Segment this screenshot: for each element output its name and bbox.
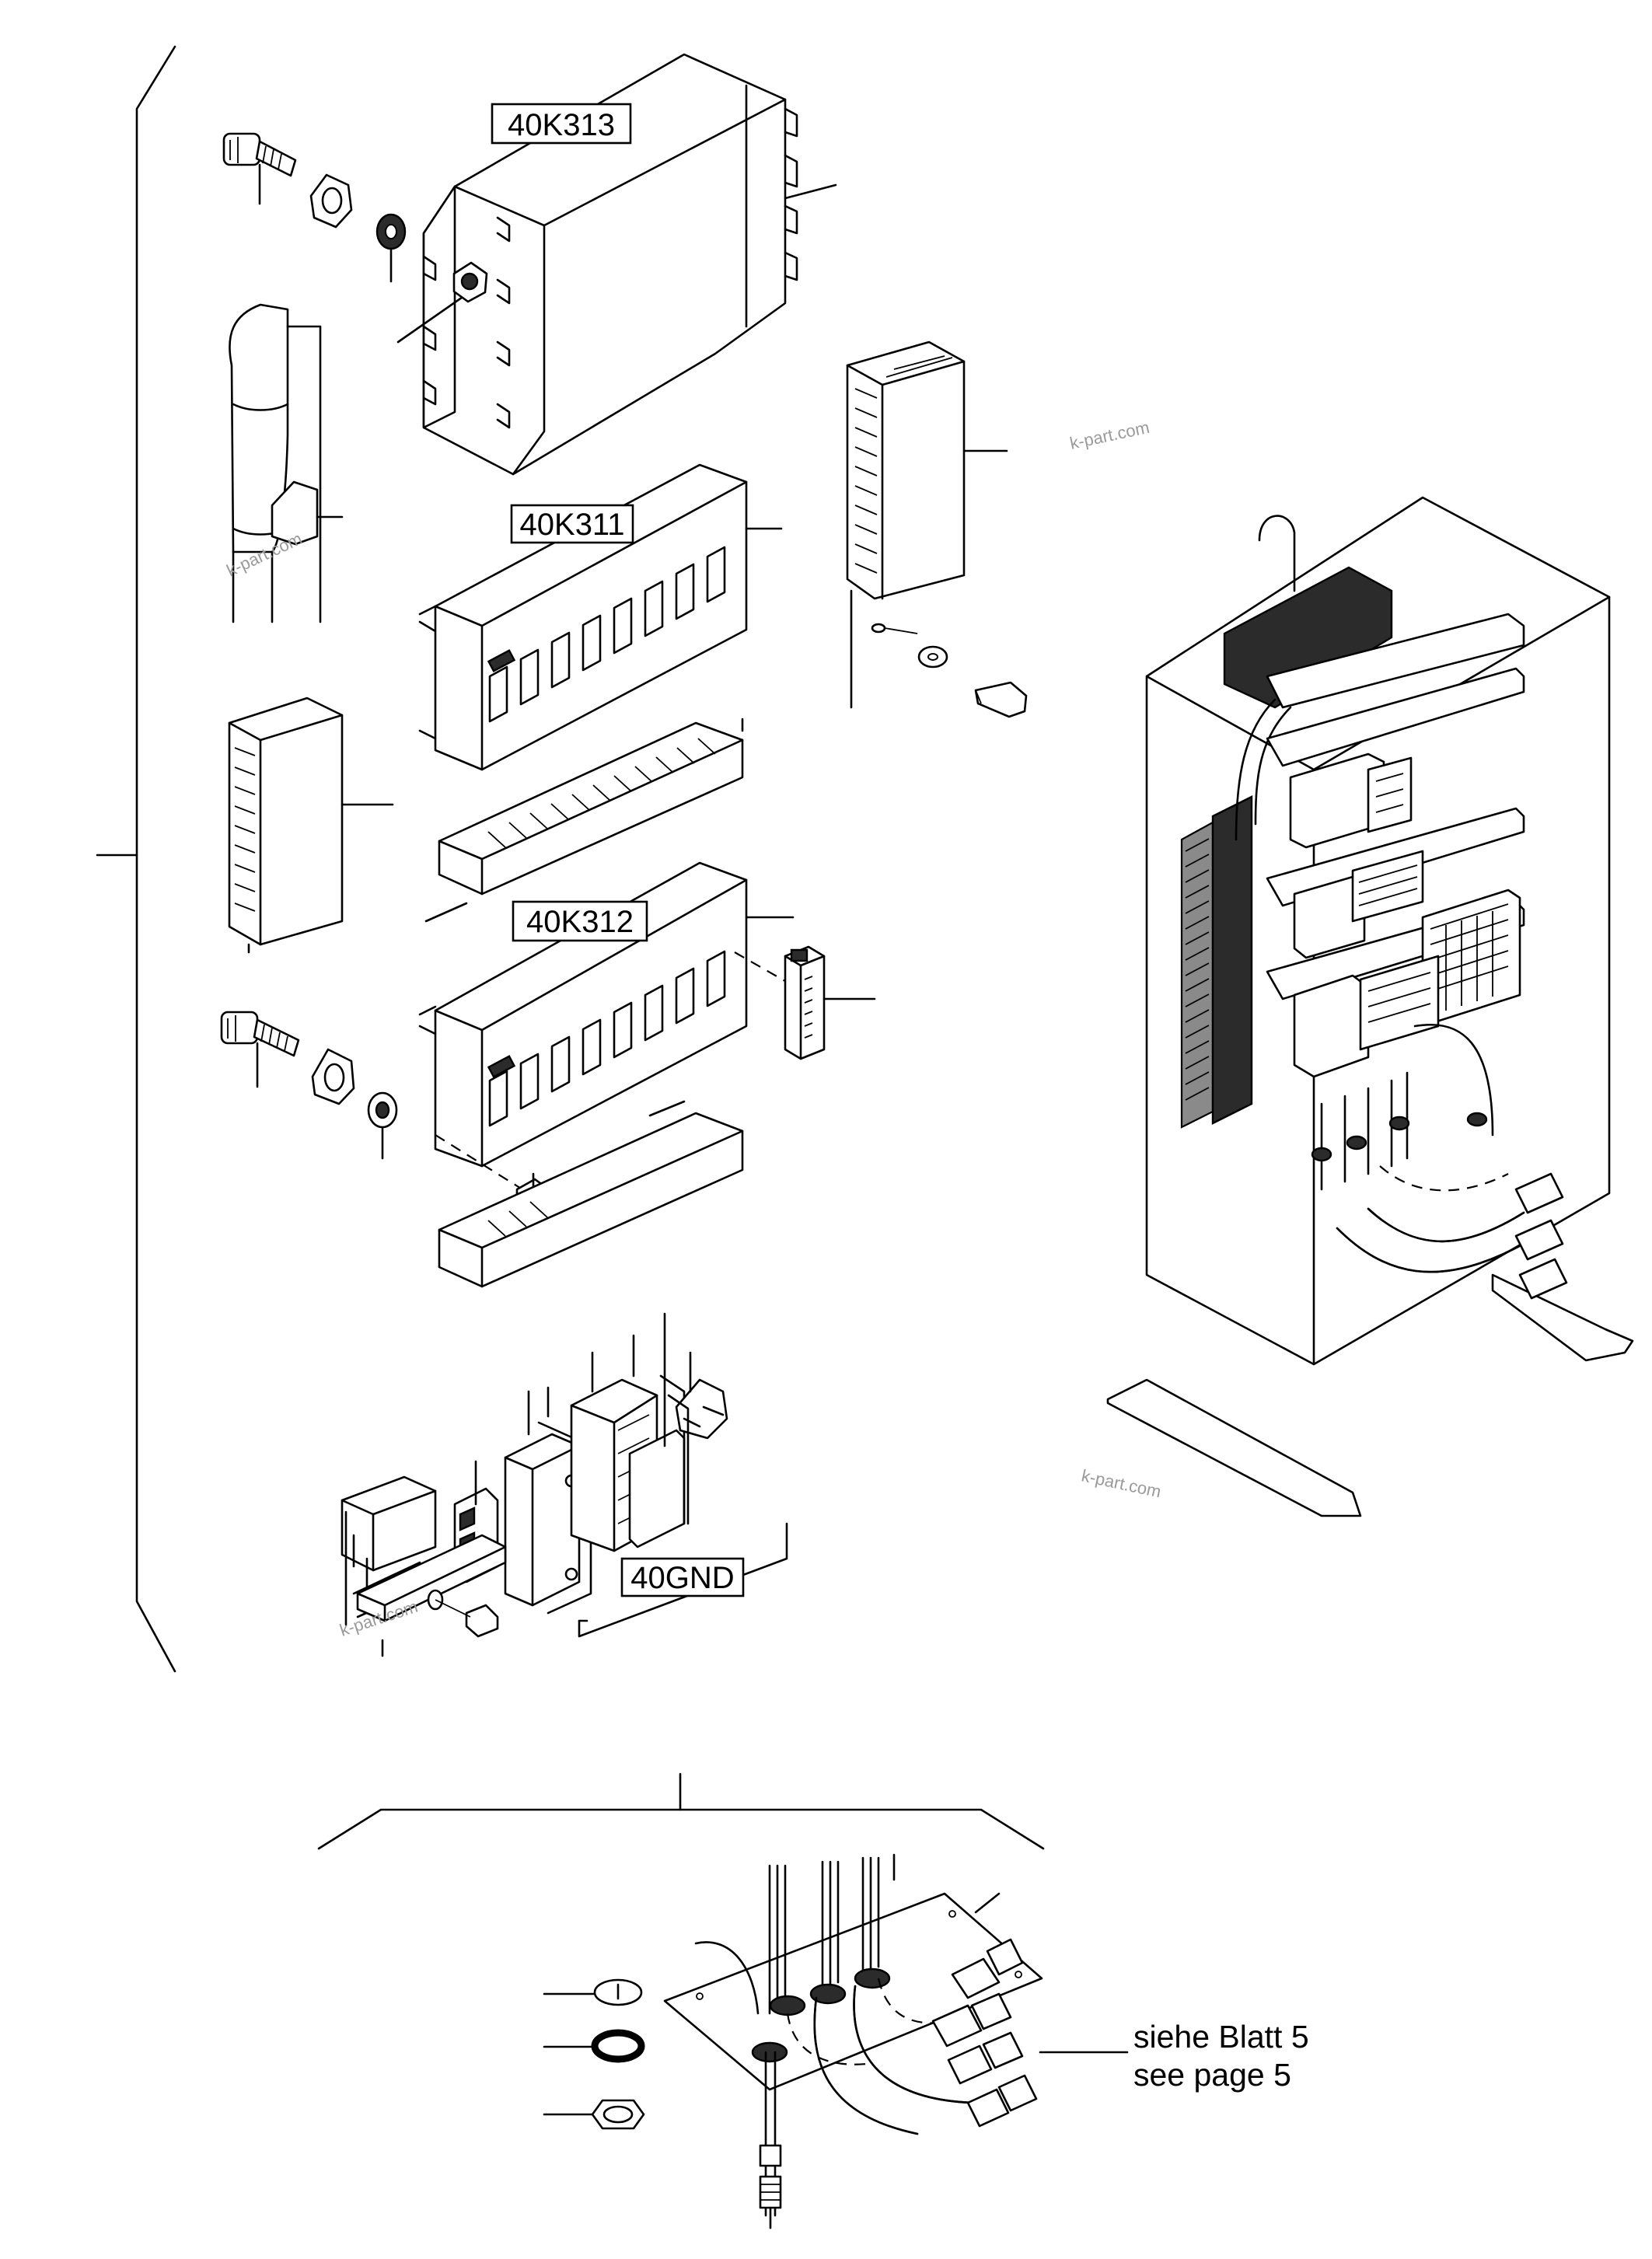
ground-bolt <box>381 1589 499 1657</box>
label-40k311-text: 40K311 <box>520 508 625 542</box>
nut-mid <box>311 1048 355 1105</box>
nut-top <box>309 173 353 229</box>
cable-duct-horizontal-lower <box>438 1112 744 1288</box>
terminal-block-small <box>784 945 876 1060</box>
control-cabinet <box>1106 496 1634 1517</box>
lock-nut <box>543 2099 645 2130</box>
reference-note-en: see page 5 <box>1133 2057 1291 2093</box>
hex-nut-40k313 <box>452 261 488 303</box>
label-40gnd: 40GND <box>620 1557 745 1597</box>
cable-duct-horizontal-upper <box>424 718 744 923</box>
gland-base-plate <box>663 1853 1129 2229</box>
seal-ring <box>543 2029 645 2063</box>
assembly-bracket <box>96 45 176 1673</box>
din-rail <box>356 1534 507 1622</box>
watermark-3: k-part.com <box>1080 1465 1163 1501</box>
label-40k313-text: 40K313 <box>508 108 615 142</box>
relay-module-40k311 <box>418 463 783 771</box>
label-40k311: 40K311 <box>510 504 634 544</box>
ground-terminal-group <box>341 1312 728 1626</box>
relay-terminal-row-40k312 <box>488 950 726 1127</box>
label-40k312: 40K312 <box>512 900 648 942</box>
relay-terminal-row-40k311 <box>488 546 726 723</box>
cable-duct-vertical-left <box>228 697 394 954</box>
cover-plug <box>543 1978 643 2006</box>
relay-housing-40k313 <box>396 53 837 476</box>
washer-top <box>375 213 407 283</box>
label-40k313: 40K313 <box>491 103 632 145</box>
lower-assembly-bracket <box>317 1772 1045 1850</box>
relay-module-40k312 <box>418 861 795 1194</box>
reference-note: siehe Blatt 5 see page 5 <box>1133 2019 1309 2093</box>
cable-hose <box>229 303 344 623</box>
label-40gnd-text: 40GND <box>630 1561 734 1595</box>
reference-note-de: siehe Blatt 5 <box>1133 2019 1309 2055</box>
watermark-1: k-part.com <box>1068 417 1151 453</box>
washer-mid <box>367 1091 398 1160</box>
bolt-mid <box>220 1011 300 1088</box>
screw-washer-right <box>871 623 1028 718</box>
ground-bracket-lines <box>578 1522 788 1638</box>
bolt-top <box>222 132 297 205</box>
label-40k312-text: 40K312 <box>526 905 634 939</box>
cable-duct-vertical-right <box>846 340 1008 709</box>
